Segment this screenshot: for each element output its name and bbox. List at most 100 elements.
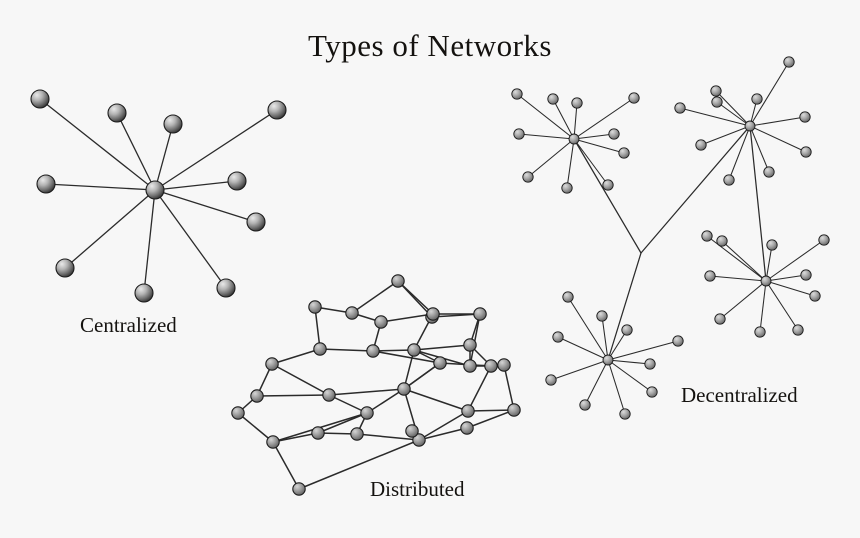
distributed-node[interactable] — [463, 359, 477, 373]
decentralized-hub-node[interactable] — [760, 275, 772, 287]
distributed-edge — [380, 313, 434, 323]
centralized-node[interactable] — [36, 174, 56, 194]
centralized-node[interactable] — [227, 171, 247, 191]
distributed-node[interactable] — [231, 406, 245, 420]
distributed-node[interactable] — [265, 357, 279, 371]
decentralized-leaf-node[interactable] — [723, 174, 735, 186]
network-label-decentralized: Decentralized — [681, 383, 798, 407]
decentralized-leaf-node[interactable] — [818, 234, 830, 246]
decentralized-backbone-edge — [749, 125, 767, 282]
distributed-node[interactable] — [374, 315, 388, 329]
decentralized-leaf-node[interactable] — [716, 235, 728, 247]
centralized-node[interactable] — [107, 103, 127, 123]
decentralized-leaf-node[interactable] — [602, 179, 614, 191]
centralized-node[interactable] — [246, 212, 266, 232]
decentralized-leaf-node[interactable] — [547, 93, 559, 105]
decentralized-leaf-node[interactable] — [754, 326, 766, 338]
distributed-node[interactable] — [461, 404, 475, 418]
distributed-edge — [328, 394, 368, 414]
decentralized-leaf-node[interactable] — [596, 310, 608, 322]
distributed-node[interactable] — [350, 427, 364, 441]
distributed-node[interactable] — [322, 388, 336, 402]
distributed-node[interactable] — [426, 307, 440, 321]
centralized-node[interactable] — [216, 278, 236, 298]
decentralized-leaf-node[interactable] — [618, 147, 630, 159]
decentralized-leaf-node[interactable] — [701, 230, 713, 242]
distributed-node[interactable] — [308, 300, 322, 314]
distributed-node[interactable] — [407, 343, 421, 357]
distributed-node[interactable] — [463, 338, 477, 352]
centralized-hub-node[interactable] — [145, 180, 165, 200]
distributed-node[interactable] — [391, 274, 405, 288]
decentralized-leaf-node[interactable] — [552, 331, 564, 343]
decentralized-leaf-node[interactable] — [579, 399, 591, 411]
decentralized-leaf-node[interactable] — [800, 146, 812, 158]
decentralized-leaf-node[interactable] — [621, 324, 633, 336]
decentralized-hub-node[interactable] — [568, 133, 580, 145]
decentralized-leaf-node[interactable] — [763, 166, 775, 178]
decentralized-leaf-node[interactable] — [695, 139, 707, 151]
decentralized-leaf-node[interactable] — [513, 128, 525, 140]
decentralized-leaf-node[interactable] — [751, 93, 763, 105]
decentralized-leaf-node[interactable] — [646, 386, 658, 398]
decentralized-leaf-node[interactable] — [644, 358, 656, 370]
centralized-node[interactable] — [134, 283, 154, 303]
distributed-node[interactable] — [313, 342, 327, 356]
distributed-node[interactable] — [292, 482, 306, 496]
decentralized-leaf-node[interactable] — [545, 374, 557, 386]
decentralized-spoke-edge — [749, 125, 807, 153]
distributed-node[interactable] — [507, 403, 521, 417]
decentralized-leaf-node[interactable] — [674, 102, 686, 114]
distributed-node[interactable] — [473, 307, 487, 321]
distributed-node[interactable] — [311, 426, 325, 440]
distributed-node[interactable] — [405, 424, 419, 438]
centralized-edge — [116, 112, 156, 191]
centralized-node[interactable] — [163, 114, 183, 134]
distributed-edge — [272, 441, 300, 490]
distributed-node[interactable] — [366, 344, 380, 358]
distributed-edge — [271, 348, 321, 365]
distributed-node[interactable] — [460, 421, 474, 435]
distributed-node[interactable] — [360, 406, 374, 420]
distributed-node[interactable] — [266, 435, 280, 449]
distributed-node[interactable] — [497, 358, 511, 372]
decentralized-spoke-edge — [715, 90, 751, 127]
decentralized-spoke-edge — [566, 138, 575, 189]
centralized-node[interactable] — [267, 100, 287, 120]
decentralized-leaf-node[interactable] — [799, 111, 811, 123]
distributed-node[interactable] — [397, 382, 411, 396]
distributed-edge — [328, 388, 405, 396]
decentralized-leaf-node[interactable] — [809, 290, 821, 302]
decentralized-leaf-node[interactable] — [710, 85, 722, 97]
distributed-node[interactable] — [433, 356, 447, 370]
decentralized-leaf-node[interactable] — [800, 269, 812, 281]
decentralized-hub-node[interactable] — [744, 120, 756, 132]
network-label-distributed: Distributed — [370, 477, 465, 501]
decentralized-leaf-node[interactable] — [571, 97, 583, 109]
decentralized-leaf-node[interactable] — [783, 56, 795, 68]
decentralized-leaf-node[interactable] — [608, 128, 620, 140]
decentralized-spoke-edge — [749, 61, 790, 127]
distributed-node[interactable] — [345, 306, 359, 320]
centralized-node[interactable] — [30, 89, 50, 109]
distributed-node[interactable] — [250, 389, 264, 403]
decentralized-hub-node[interactable] — [602, 354, 614, 366]
decentralized-leaf-node[interactable] — [792, 324, 804, 336]
decentralized-leaf-node[interactable] — [619, 408, 631, 420]
decentralized-leaf-node[interactable] — [766, 239, 778, 251]
distributed-node[interactable] — [412, 433, 426, 447]
decentralized-leaf-node[interactable] — [561, 182, 573, 194]
decentralized-leaf-node[interactable] — [672, 335, 684, 347]
distributed-node[interactable] — [484, 359, 498, 373]
decentralized-leaf-node[interactable] — [562, 291, 574, 303]
decentralized-leaf-node[interactable] — [522, 171, 534, 183]
decentralized-leaf-node[interactable] — [714, 313, 726, 325]
decentralized-leaf-node[interactable] — [511, 88, 523, 100]
decentralized-leaf-node[interactable] — [711, 96, 723, 108]
decentralized-leaf-node[interactable] — [628, 92, 640, 104]
centralized-node[interactable] — [55, 258, 75, 278]
decentralized-spoke-edge — [709, 275, 767, 282]
decentralized-leaf-node[interactable] — [704, 270, 716, 282]
decentralized-spoke-edge — [765, 244, 773, 282]
decentralized-spoke-edge — [607, 359, 653, 393]
